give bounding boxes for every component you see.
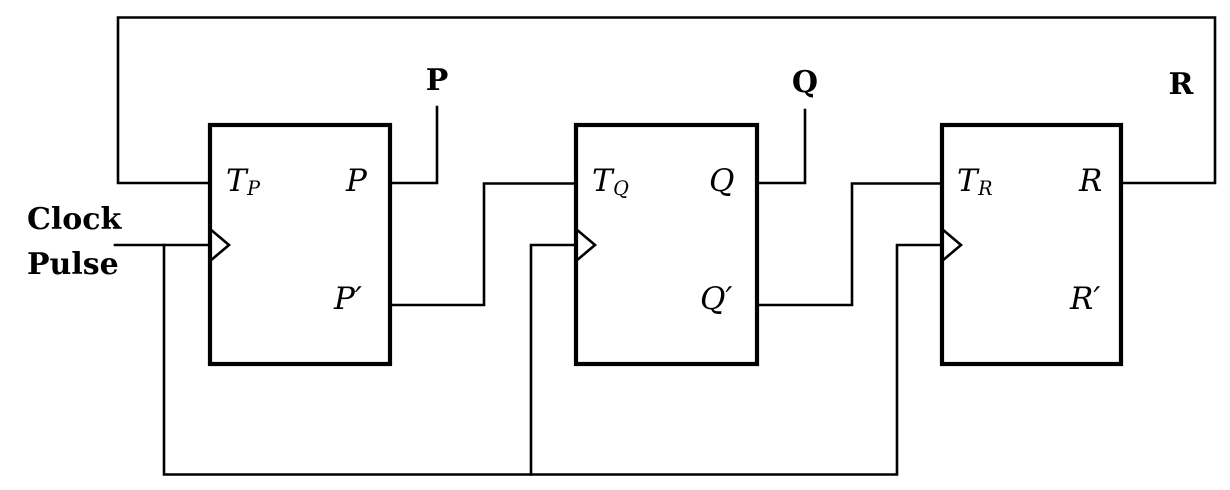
wire-qprime-to-tr: [755, 182, 944, 307]
ff2-output-bottom-label: Q′: [700, 281, 733, 317]
wire-p-output-tap: [388, 105, 439, 185]
ff3-t-main: T: [957, 163, 978, 199]
clock-edge-triangle-icon: [208, 227, 232, 263]
flipflop-box-tp: [207, 122, 393, 367]
ff2-t-sub: Q: [613, 177, 629, 201]
clock-pulse-label-line2: Pulse: [27, 247, 119, 282]
ff3-t-sub: R: [978, 177, 993, 201]
output-tap-label-p: P: [425, 63, 449, 98]
clock-pulse-label-line1: Clock: [27, 202, 122, 237]
ff3-output-bottom-label: R′: [1070, 281, 1101, 317]
ff3-t-input-label: TR: [957, 163, 993, 201]
wire-pprime-to-tq: [388, 182, 578, 307]
ff2-t-input-label: TQ: [592, 163, 629, 201]
ff1-t-input-label: TP: [226, 163, 260, 201]
ff2-t-main: T: [592, 163, 613, 199]
output-tap-label-r: R: [1168, 67, 1194, 102]
ff1-output-bottom-label: P′: [334, 281, 362, 317]
ff2-output-top-label: Q: [709, 163, 735, 199]
wire-clock-distribution: [162, 243, 944, 476]
clock-edge-triangle-icon: [574, 227, 598, 263]
ff1-t-main: T: [226, 163, 247, 199]
wire-clock-branch-tq: [529, 243, 578, 476]
wire-feedback-r-to-tp: [116, 16, 1217, 185]
flipflop-box-tq: [573, 122, 760, 367]
output-tap-label-q: Q: [791, 65, 819, 100]
clock-edge-triangle-icon: [940, 227, 964, 263]
ff3-output-top-label: R: [1079, 163, 1103, 199]
ff1-output-top-label: P: [346, 163, 367, 199]
ff1-t-sub: P: [247, 177, 260, 201]
wire-group: [113, 16, 1217, 476]
flipflop-box-tr: [939, 122, 1124, 367]
wire-q-output-tap: [755, 108, 807, 185]
